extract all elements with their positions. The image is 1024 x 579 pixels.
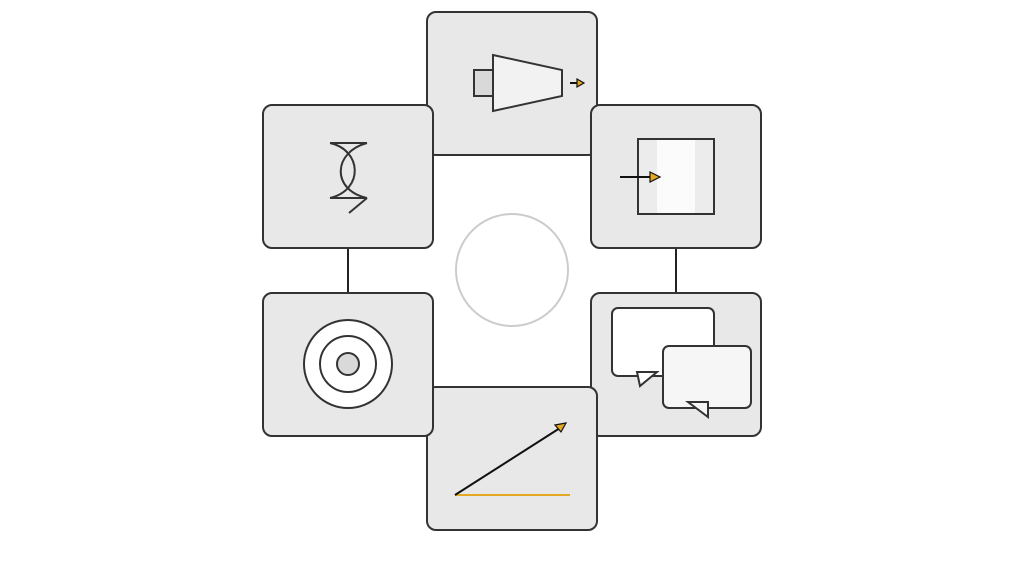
trend-arrow-icon	[454, 422, 570, 496]
dna-helix-icon	[329, 142, 368, 214]
center-circle	[455, 213, 569, 327]
door-entry-arrow-icon	[620, 138, 715, 215]
tile-target[interactable]	[262, 292, 434, 437]
projector-icon	[473, 53, 586, 113]
speech-bubbles-icon	[611, 307, 752, 419]
tile-conversation[interactable]	[590, 292, 762, 437]
tile-dna[interactable]	[262, 104, 434, 249]
target-icon	[303, 319, 393, 409]
tile-entry[interactable]	[590, 104, 762, 249]
tile-growth[interactable]	[426, 386, 598, 531]
tile-projector[interactable]	[426, 11, 598, 156]
